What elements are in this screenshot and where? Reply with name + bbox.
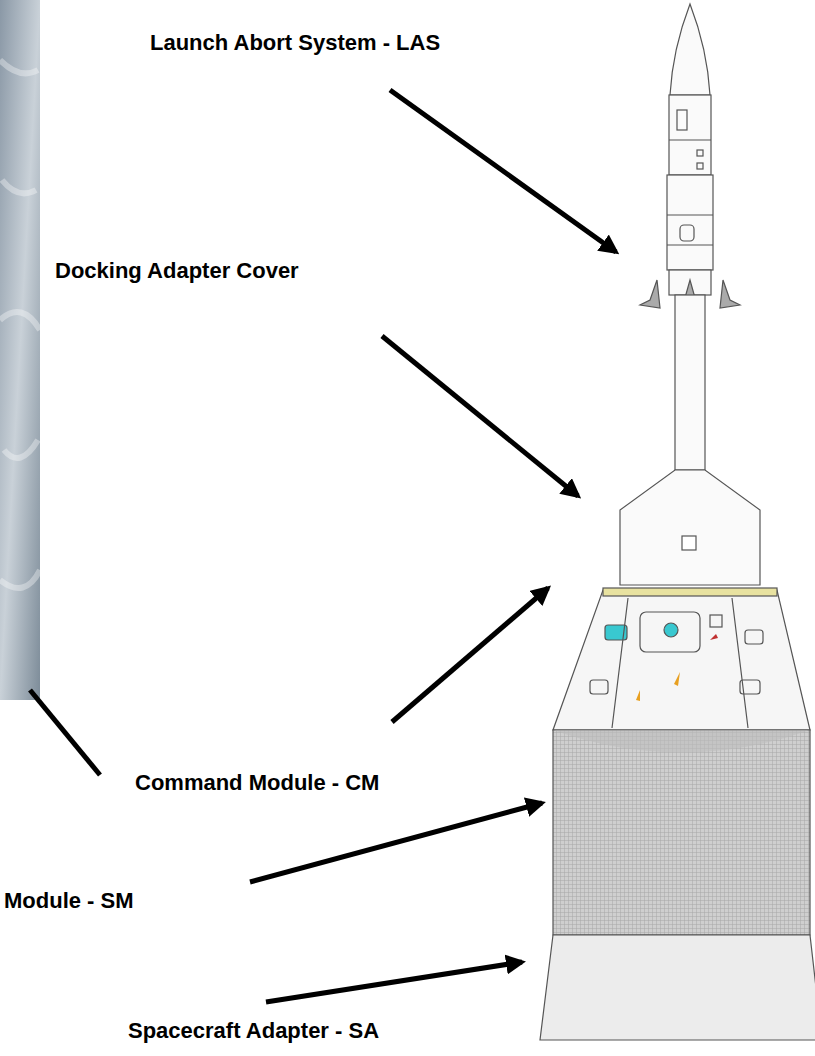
docking-adapter-cover xyxy=(620,470,760,585)
part-label: Spacecraft Adapter - SA xyxy=(128,1018,379,1044)
launch-abort-system xyxy=(640,4,740,470)
part-label: Docking Adapter Cover xyxy=(55,258,299,284)
cloud-texture xyxy=(0,60,40,588)
spacecraft-adapter xyxy=(540,935,815,1040)
part-label: Launch Abort System - LAS xyxy=(150,30,440,56)
leader-arrows xyxy=(30,90,616,1002)
service-module xyxy=(553,730,810,935)
command-module xyxy=(553,588,810,730)
part-label: Command Module - CM xyxy=(135,770,379,796)
photo-strip xyxy=(0,0,40,700)
part-label: Module - SM xyxy=(4,888,134,914)
